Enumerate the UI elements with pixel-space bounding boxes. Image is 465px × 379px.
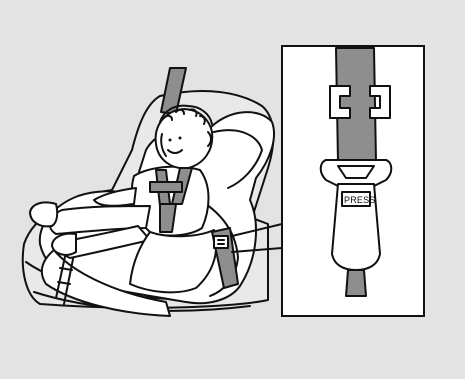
buckle-detail-panel: PRESS	[282, 46, 424, 316]
press-button-label: PRESS	[344, 195, 376, 205]
